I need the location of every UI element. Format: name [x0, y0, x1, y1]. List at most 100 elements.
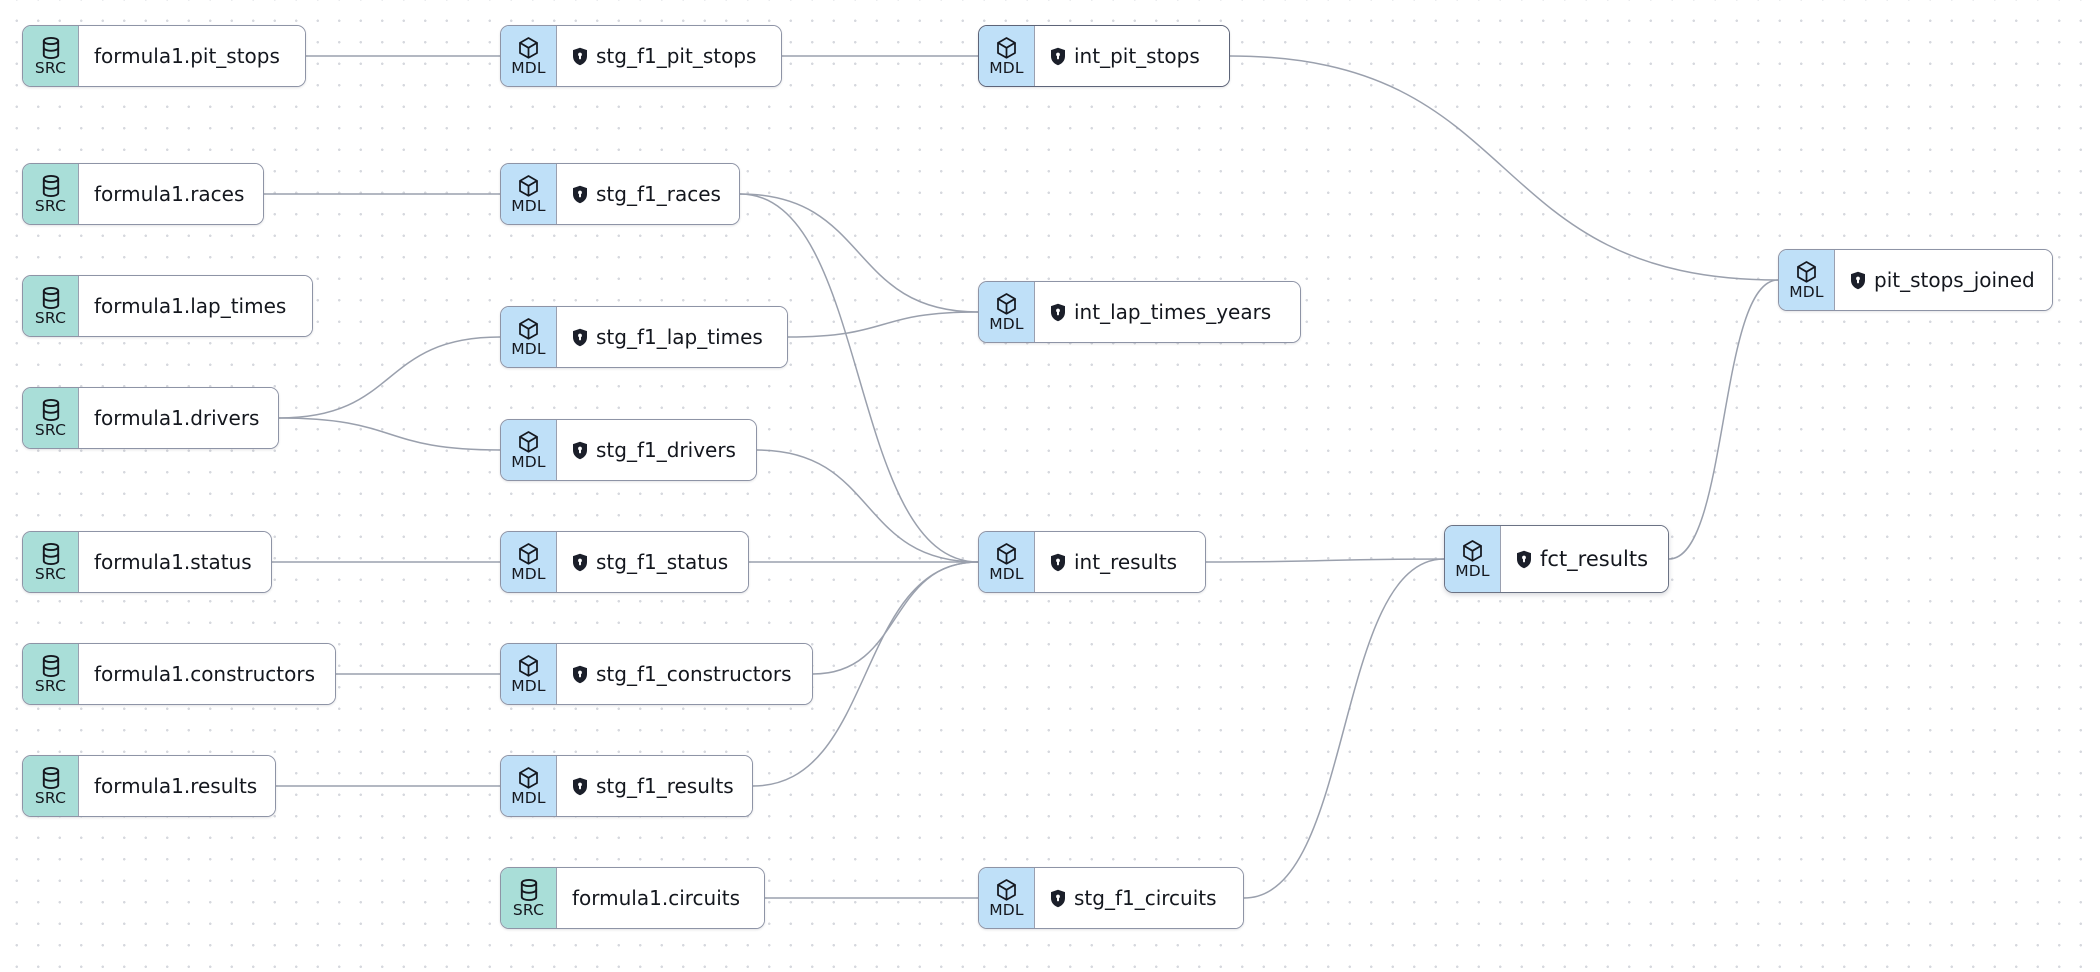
badge-label: SRC	[34, 788, 67, 807]
node-label: stg_f1_results	[596, 774, 734, 798]
node-label: fct_results	[1540, 546, 1649, 571]
edge-stg_drivers-to-int_results	[756, 449, 979, 563]
node-body: int_pit_stops	[1035, 26, 1229, 86]
badge-label: MDL	[511, 676, 546, 695]
node-label: pit_stops_joined	[1874, 268, 2035, 292]
shield-icon	[1516, 550, 1532, 569]
cube-icon	[995, 36, 1018, 60]
node-label: stg_f1_drivers	[596, 438, 736, 462]
graph-node-pit_stops_joined[interactable]: MDL pit_stops_joined	[1778, 249, 2053, 311]
badge-label: MDL	[1455, 561, 1490, 580]
node-label: int_results	[1074, 550, 1178, 574]
graph-node-src_results[interactable]: SRC formula1.results	[22, 755, 276, 817]
badge-label: SRC	[512, 900, 545, 919]
shield-icon	[1850, 271, 1866, 290]
badge-label: SRC	[34, 58, 67, 77]
badge-label: MDL	[511, 788, 546, 807]
model-badge: MDL	[979, 26, 1035, 86]
node-body: fct_results	[1501, 526, 1668, 592]
model-badge: MDL	[979, 282, 1035, 342]
model-badge: MDL	[1779, 250, 1835, 310]
model-badge: MDL	[501, 420, 557, 480]
graph-node-src_races[interactable]: SRC formula1.races	[22, 163, 264, 225]
badge-label: MDL	[511, 58, 546, 77]
cube-icon	[1795, 260, 1818, 284]
model-badge: MDL	[501, 307, 557, 367]
badge-label: MDL	[989, 58, 1024, 77]
source-badge: SRC	[23, 26, 79, 86]
cube-icon	[1461, 539, 1484, 563]
graph-node-stg_circuits[interactable]: MDL stg_f1_circuits	[978, 867, 1244, 929]
graph-node-int_pit_stops[interactable]: MDL int_pit_stops	[978, 25, 1230, 87]
graph-node-stg_constructors[interactable]: MDL stg_f1_constructors	[500, 643, 813, 705]
source-badge: SRC	[501, 868, 557, 928]
node-label: stg_f1_circuits	[1074, 886, 1217, 910]
source-badge: SRC	[23, 276, 79, 336]
node-label: formula1.drivers	[94, 406, 260, 430]
node-body: int_results	[1035, 532, 1205, 592]
source-badge: SRC	[23, 532, 79, 592]
node-label: formula1.races	[94, 182, 245, 206]
badge-label: MDL	[1789, 282, 1824, 301]
graph-node-stg_results[interactable]: MDL stg_f1_results	[500, 755, 753, 817]
node-label: stg_f1_pit_stops	[596, 44, 757, 68]
cube-icon	[995, 878, 1018, 902]
graph-node-int_results[interactable]: MDL int_results	[978, 531, 1206, 593]
shield-icon	[572, 777, 588, 796]
badge-label: MDL	[511, 196, 546, 215]
graph-node-src_lap_times[interactable]: SRC formula1.lap_times	[22, 275, 313, 337]
badge-label: MDL	[989, 564, 1024, 583]
cube-icon	[517, 430, 540, 454]
source-badge: SRC	[23, 644, 79, 704]
badge-label: MDL	[511, 564, 546, 583]
model-badge: MDL	[501, 756, 557, 816]
node-label: int_lap_times_years	[1074, 300, 1272, 324]
database-icon	[40, 174, 62, 198]
model-badge: MDL	[501, 532, 557, 592]
database-icon	[518, 878, 540, 902]
model-badge: MDL	[1445, 526, 1501, 592]
edge-stg_circuits-to-fct_results	[1243, 558, 1445, 899]
shield-icon	[572, 665, 588, 684]
graph-node-src_pit_stops[interactable]: SRC formula1.pit_stops	[22, 25, 306, 87]
node-body: formula1.pit_stops	[79, 26, 305, 86]
node-body: stg_f1_results	[557, 756, 752, 816]
graph-node-src_drivers[interactable]: SRC formula1.drivers	[22, 387, 279, 449]
node-label: stg_f1_status	[596, 550, 729, 574]
badge-label: SRC	[34, 308, 67, 327]
cube-icon	[517, 654, 540, 678]
badge-label: SRC	[34, 420, 67, 439]
edge-stg_races-to-int_lap_times_years	[739, 193, 979, 313]
badge-label: MDL	[989, 900, 1024, 919]
cube-icon	[517, 542, 540, 566]
node-body: formula1.results	[79, 756, 275, 816]
edge-src_drivers-to-stg_drivers	[278, 417, 501, 451]
badge-label: SRC	[34, 564, 67, 583]
cube-icon	[517, 36, 540, 60]
graph-node-stg_pit_stops[interactable]: MDL stg_f1_pit_stops	[500, 25, 782, 87]
edge-stg_lap_times-to-int_lap_times_years	[787, 311, 979, 338]
node-body: stg_f1_circuits	[1035, 868, 1243, 928]
source-badge: SRC	[23, 164, 79, 224]
database-icon	[40, 398, 62, 422]
graph-node-int_lap_times_years[interactable]: MDL int_lap_times_years	[978, 281, 1301, 343]
node-body: stg_f1_constructors	[557, 644, 812, 704]
model-badge: MDL	[501, 644, 557, 704]
source-badge: SRC	[23, 388, 79, 448]
graph-node-stg_status[interactable]: MDL stg_f1_status	[500, 531, 749, 593]
graph-node-stg_drivers[interactable]: MDL stg_f1_drivers	[500, 419, 757, 481]
node-label: formula1.lap_times	[94, 294, 287, 318]
edge-int_pit_stops-to-pit_stops_joined	[1229, 55, 1779, 281]
shield-icon	[1050, 303, 1066, 322]
shield-icon	[1050, 889, 1066, 908]
node-body: stg_f1_drivers	[557, 420, 756, 480]
badge-label: MDL	[511, 339, 546, 358]
node-body: int_lap_times_years	[1035, 282, 1300, 342]
graph-node-fct_results[interactable]: MDL fct_results	[1444, 525, 1669, 593]
